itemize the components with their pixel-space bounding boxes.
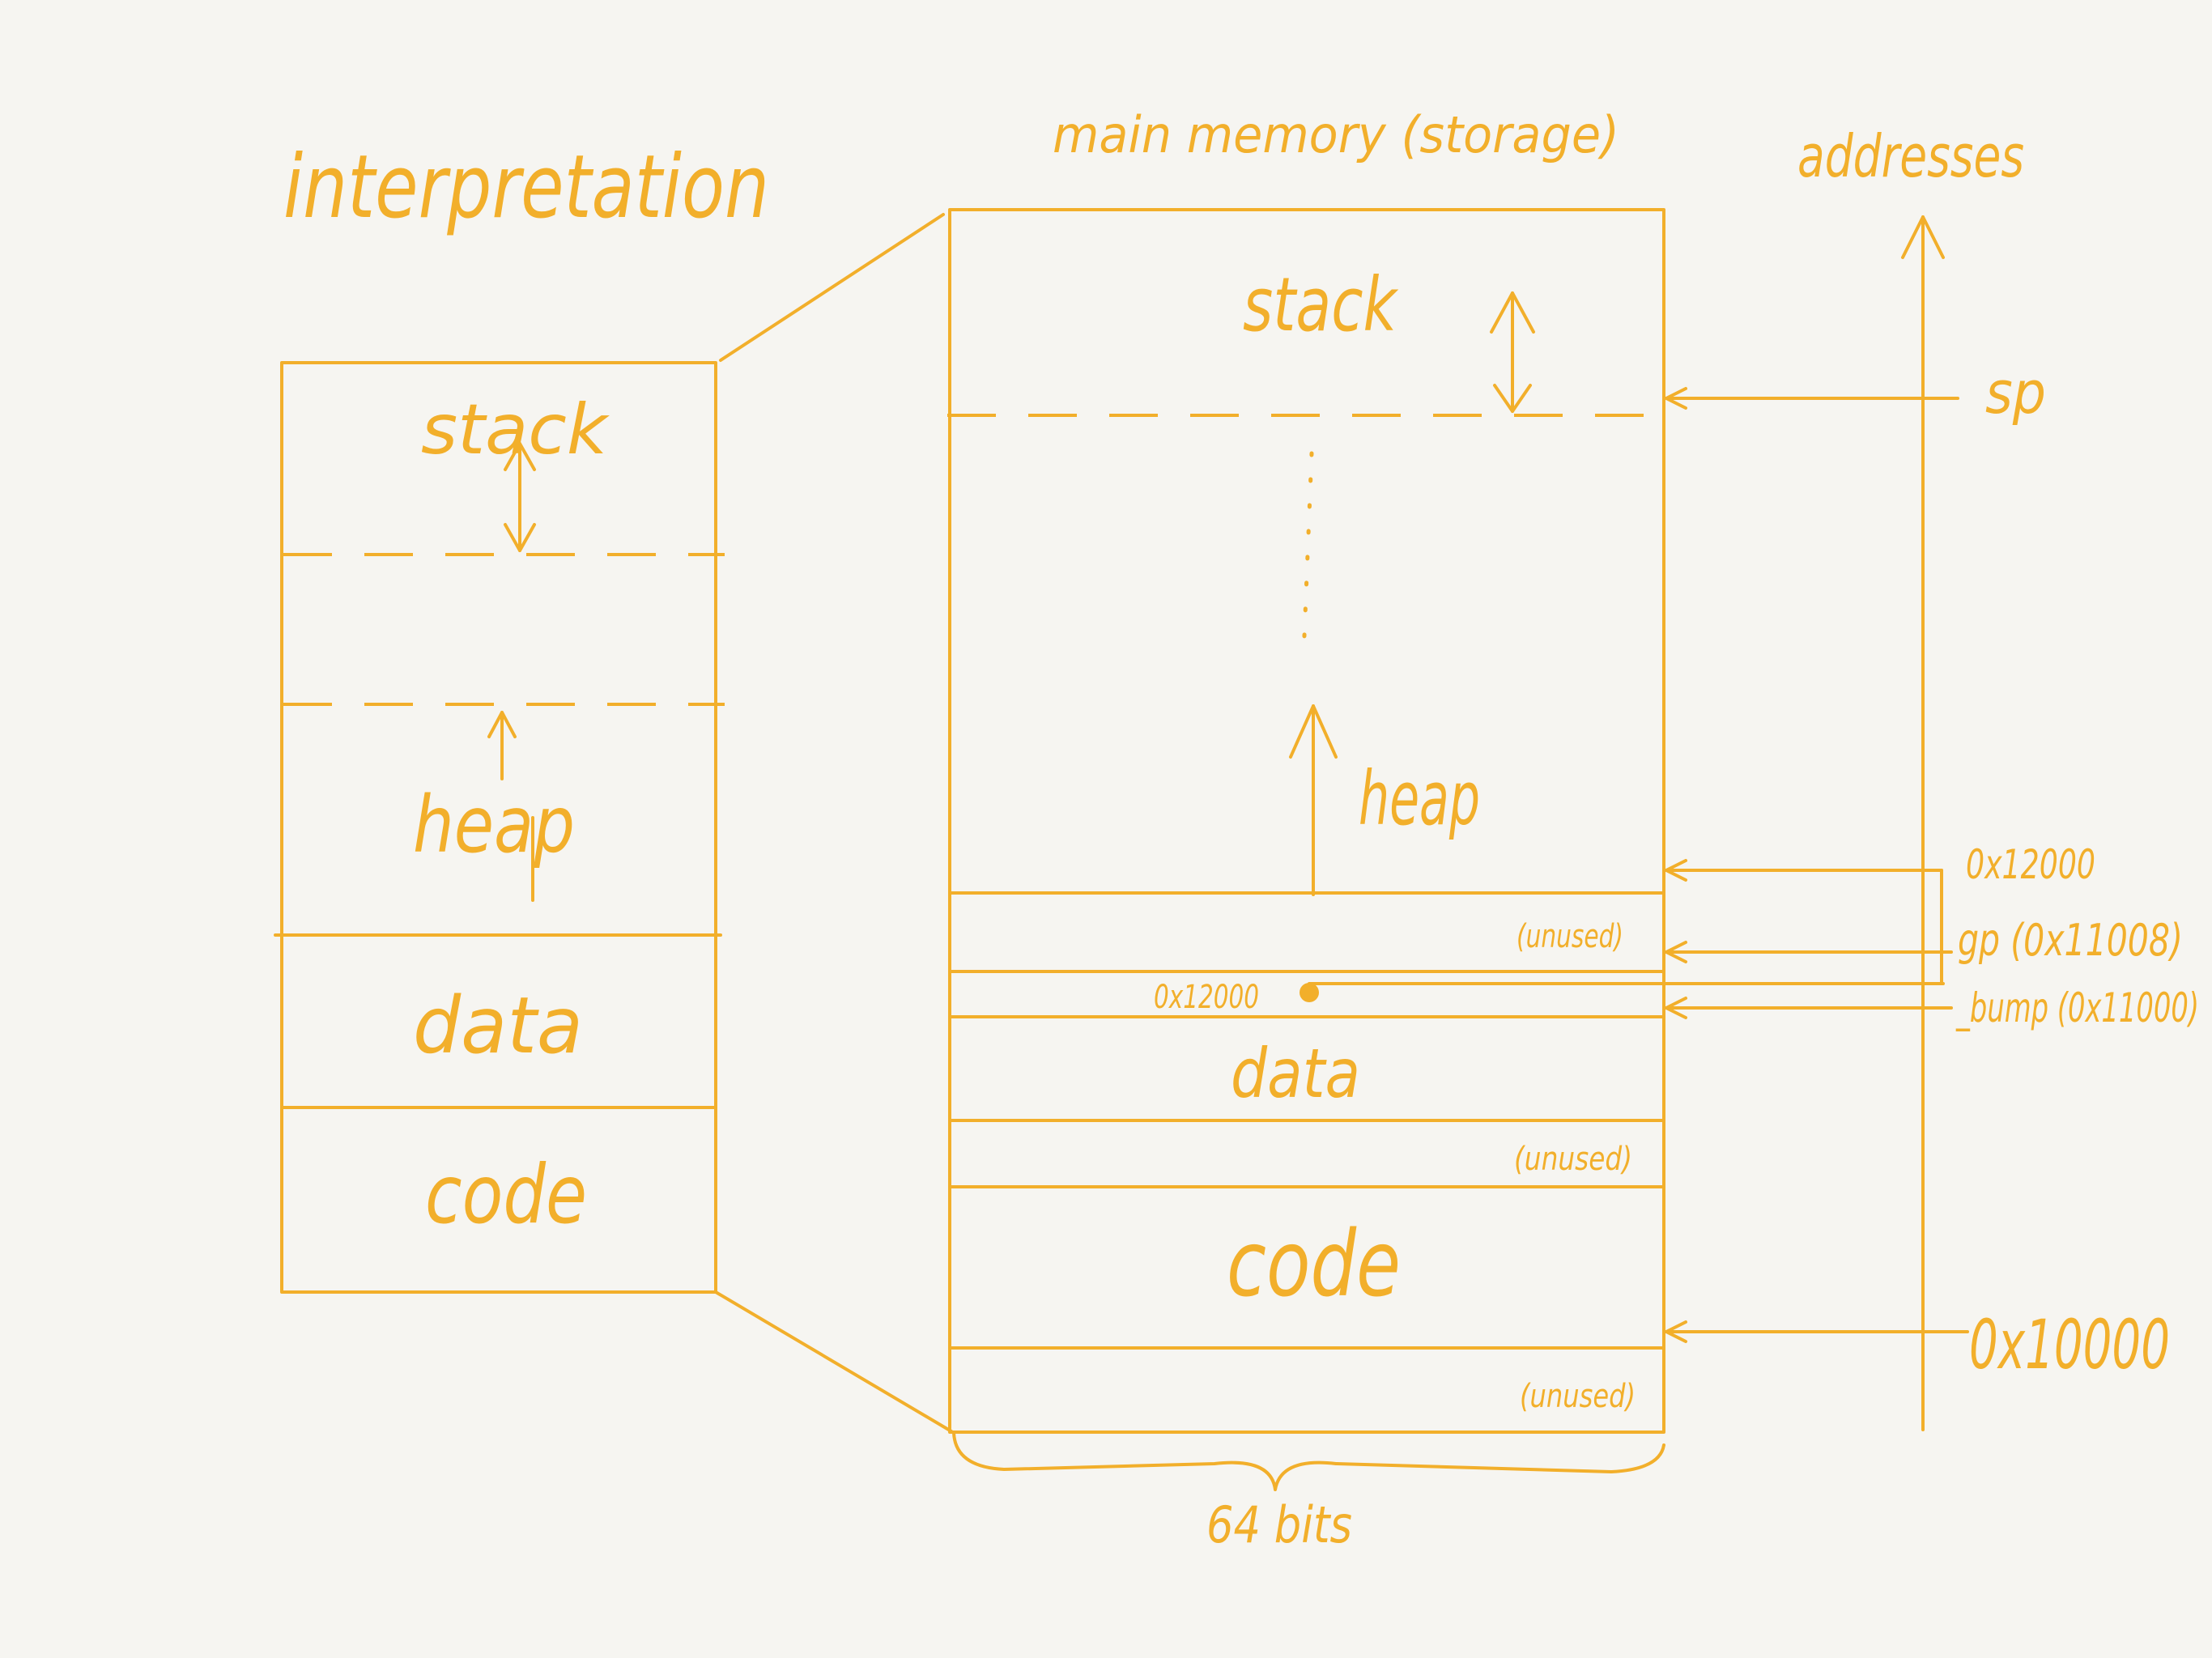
memory-stack-label: stack bbox=[1243, 261, 1399, 348]
gp-label: gp (0x11008) bbox=[1958, 915, 2183, 966]
gp-pointer-arrow bbox=[1665, 941, 1953, 963]
interpretation-box bbox=[274, 361, 725, 1294]
zoom-connector bbox=[714, 213, 953, 1433]
memory-pointer-value-label: 0x12000 bbox=[1154, 979, 1259, 1016]
interp-stack-label: stack bbox=[421, 389, 610, 470]
interp-code-label: code bbox=[425, 1147, 587, 1242]
interp-stack-growth-arrow bbox=[504, 442, 536, 552]
memory-unused-mid-label: (unused) bbox=[1514, 1141, 1632, 1178]
memory-box bbox=[947, 208, 1945, 1434]
addresses-title: addresses bbox=[1797, 122, 2024, 190]
top-address-label: 0x12000 bbox=[1966, 841, 2095, 888]
memory-data-label: data bbox=[1231, 1034, 1360, 1113]
interp-heap-growth-arrow bbox=[487, 711, 534, 902]
interp-heap-label: heap bbox=[413, 780, 575, 870]
base-address-label: 0x10000 bbox=[1969, 1305, 2170, 1384]
free-space-dots bbox=[1301, 451, 1314, 658]
memory-heap-label: heap bbox=[1359, 755, 1480, 842]
base-address-pointer-arrow bbox=[1665, 1320, 1969, 1343]
sp-label: sp bbox=[1985, 359, 2046, 427]
bump-pointer-arrow bbox=[1665, 997, 1953, 1019]
interpretation-title: interpretation bbox=[283, 137, 769, 238]
width-brace bbox=[952, 1431, 1665, 1491]
interp-data-label: data bbox=[413, 980, 583, 1071]
top-address-pointer-arrow bbox=[1665, 859, 1943, 985]
pointer-dot bbox=[1300, 983, 1319, 1002]
memory-stack-growth-arrow bbox=[1490, 291, 1535, 413]
memory-unused-top-label: (unused) bbox=[1516, 918, 1623, 955]
sp-pointer-arrow bbox=[1665, 387, 1959, 410]
memory-code-label: code bbox=[1227, 1212, 1401, 1317]
address-axis bbox=[1901, 215, 1945, 1431]
memory-width-label: 64 bits bbox=[1206, 1495, 1352, 1554]
memory-unused-bottom-label: (unused) bbox=[1520, 1378, 1636, 1415]
memory-title: main memory (storage) bbox=[1053, 105, 1619, 164]
bump-label: _bump (0x11000) bbox=[1955, 984, 2199, 1031]
memory-heap-growth-arrow bbox=[1289, 704, 1338, 896]
